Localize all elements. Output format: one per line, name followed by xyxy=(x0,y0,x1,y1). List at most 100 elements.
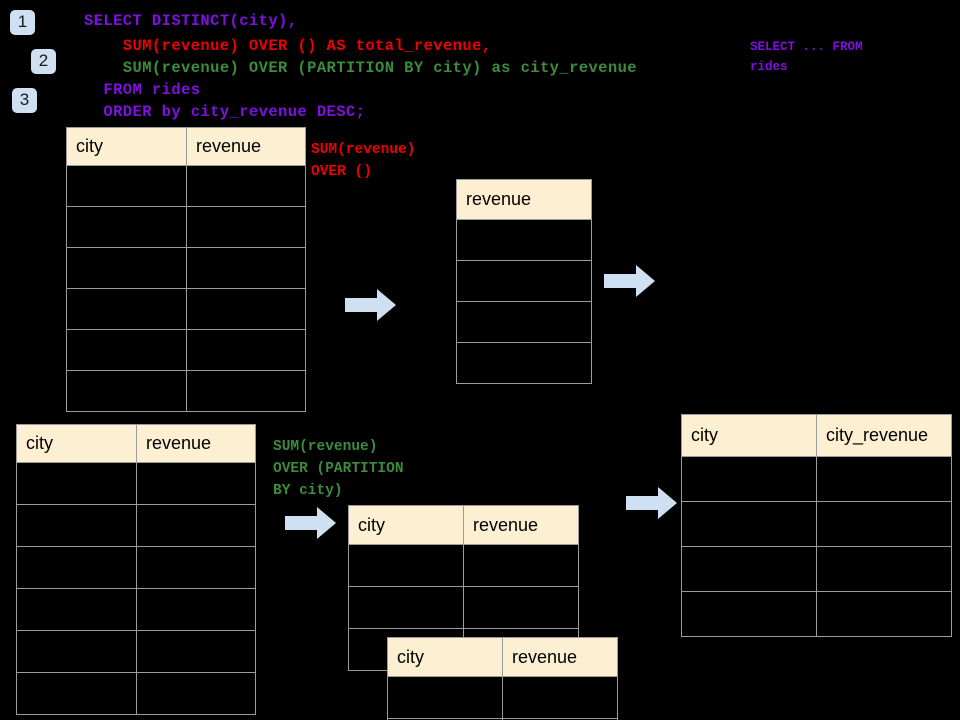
table-cell xyxy=(456,219,592,261)
table-cell xyxy=(136,504,256,547)
table-row xyxy=(387,676,618,719)
column-header-city: city xyxy=(66,127,187,166)
table-body xyxy=(456,219,592,384)
table-cell xyxy=(136,672,256,715)
sql-line-select: SELECT DISTINCT(city), xyxy=(84,12,298,30)
table-cell xyxy=(66,247,187,289)
table-row xyxy=(16,588,256,631)
annotation-over-partition-line1: SUM(revenue) xyxy=(273,439,378,455)
table-cell xyxy=(816,546,952,592)
column-header-city: city xyxy=(387,637,503,677)
sql-line-from: FROM rides xyxy=(84,81,201,99)
table-cell xyxy=(136,630,256,673)
table-cell xyxy=(136,588,256,631)
table-cell xyxy=(816,501,952,547)
sql-line-city-revenue: SUM(revenue) OVER (PARTITION BY city) as… xyxy=(84,59,637,77)
table-row xyxy=(16,504,256,547)
table-header-row: city revenue xyxy=(348,505,579,545)
sql-line-total-revenue: SUM(revenue) OVER () AS total_revenue, xyxy=(84,37,492,55)
table-body xyxy=(387,676,618,720)
table-row xyxy=(66,288,306,330)
table-cell xyxy=(66,288,187,330)
table-cell xyxy=(66,329,187,371)
table-cell xyxy=(66,206,187,248)
step-badge-3[interactable]: 3 xyxy=(12,88,37,113)
table-body xyxy=(681,456,952,637)
table-cell xyxy=(136,462,256,505)
table-cell xyxy=(186,247,306,289)
table-header-row: city city_revenue xyxy=(681,414,952,457)
table-cell xyxy=(186,206,306,248)
column-header-revenue: revenue xyxy=(456,179,592,220)
column-header-revenue: revenue xyxy=(186,127,306,166)
table-cell xyxy=(186,165,306,207)
annotation-over-empty-line2: OVER () xyxy=(311,164,372,180)
table-cell xyxy=(16,462,137,505)
column-header-city: city xyxy=(16,424,137,463)
table-cell xyxy=(681,501,817,547)
total-revenue-table: revenue xyxy=(456,179,592,384)
result-table: city city_revenue xyxy=(681,414,952,637)
arrow-source-to-total xyxy=(345,289,396,321)
table-body xyxy=(66,165,306,412)
table-cell xyxy=(456,301,592,343)
table-header-row: city revenue xyxy=(16,424,256,463)
table-cell xyxy=(681,591,817,637)
annotation-over-empty-line1: SUM(revenue) xyxy=(311,142,416,158)
table-row xyxy=(387,718,618,720)
table-cell xyxy=(502,676,618,719)
column-header-city: city xyxy=(348,505,464,545)
table-row xyxy=(681,591,952,637)
step-badge-1[interactable]: 1 xyxy=(10,10,35,35)
table-row xyxy=(348,544,579,587)
table-cell xyxy=(66,165,187,207)
table-row xyxy=(66,329,306,371)
column-header-revenue: revenue xyxy=(136,424,256,463)
table-cell xyxy=(456,342,592,384)
table-cell xyxy=(186,370,306,412)
column-header-revenue: revenue xyxy=(502,637,618,677)
sidenote-select-from: SELECT ... FROM xyxy=(750,40,863,54)
sql-line-order-by: ORDER by city_revenue DESC; xyxy=(84,103,366,121)
table-cell xyxy=(348,586,464,629)
annotation-over-partition-line2: OVER (PARTITION xyxy=(273,461,404,477)
table-cell xyxy=(16,672,137,715)
table-row xyxy=(66,206,306,248)
step-badge-2[interactable]: 2 xyxy=(31,49,56,74)
table-header-row: city revenue xyxy=(387,637,618,677)
table-row xyxy=(66,247,306,289)
source-table-top: city revenue xyxy=(66,127,306,412)
table-row xyxy=(16,462,256,505)
table-cell xyxy=(816,591,952,637)
table-row xyxy=(456,219,592,261)
arrow-total-to-result xyxy=(604,265,655,297)
arrow-source-to-partition xyxy=(285,507,336,539)
table-cell xyxy=(387,676,503,719)
table-row xyxy=(456,260,592,302)
table-cell xyxy=(816,456,952,502)
table-row xyxy=(456,301,592,343)
table-cell xyxy=(463,586,579,629)
column-header-city-revenue: city_revenue xyxy=(816,414,952,457)
annotation-over-partition-line3: BY city) xyxy=(273,483,343,499)
partition-table-front: city revenue xyxy=(387,637,618,720)
table-cell xyxy=(463,544,579,587)
table-cell xyxy=(66,370,187,412)
table-cell xyxy=(16,504,137,547)
table-row xyxy=(16,672,256,715)
table-row xyxy=(66,165,306,207)
table-row xyxy=(348,586,579,629)
table-cell xyxy=(348,544,464,587)
table-row xyxy=(16,546,256,589)
table-cell xyxy=(681,456,817,502)
table-cell xyxy=(16,546,137,589)
column-header-revenue: revenue xyxy=(463,505,579,545)
table-row xyxy=(681,456,952,502)
table-cell xyxy=(186,288,306,330)
table-header-row: city revenue xyxy=(66,127,306,166)
table-cell xyxy=(16,588,137,631)
table-row xyxy=(66,370,306,412)
table-row xyxy=(456,342,592,384)
table-cell xyxy=(502,718,618,720)
